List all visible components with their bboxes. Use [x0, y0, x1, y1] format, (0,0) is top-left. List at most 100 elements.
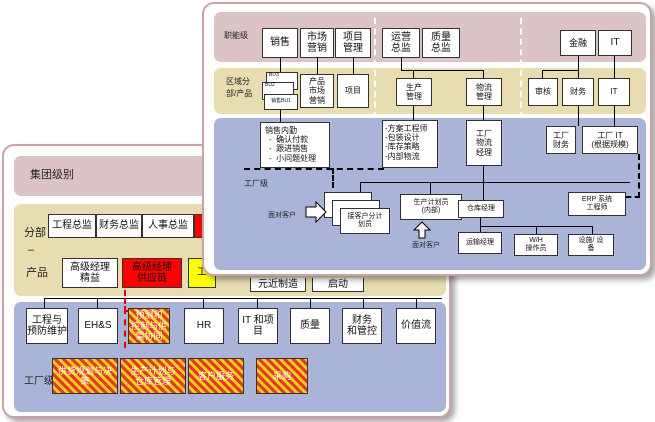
conn-audit-v: [542, 70, 543, 78]
division-partial-box-2: 元近制造: [250, 278, 306, 292]
sales-dashed-down: [332, 168, 335, 188]
customer-service-box: 客户服务: [188, 358, 244, 394]
factory-main-bus: [360, 182, 630, 183]
drop-line-5: [257, 298, 258, 308]
conn-logistics-bus: [483, 166, 484, 200]
conn-project: [353, 58, 354, 74]
conn-bus-left: [360, 182, 361, 194]
it-region-box: IT: [598, 78, 630, 106]
finance-control-box: 财务 和管控: [342, 308, 382, 344]
quality-box: 质量: [290, 308, 330, 344]
senior-manager-supply-box: 高级经理 供应链: [122, 258, 182, 288]
conn-it-region: [614, 56, 615, 78]
sales-internal-title: 销售内勤: [265, 126, 297, 135]
finance-top-box: 金融: [560, 30, 596, 56]
region-level-label-2: 部/产品: [226, 89, 253, 98]
conn-sales-bu: [280, 58, 281, 72]
division-label-2: 产品: [26, 267, 48, 279]
factory-level-label: 工厂级: [24, 376, 54, 387]
eng-item-1: -方案工程师: [385, 124, 428, 133]
eng-item-3: -库存策略: [385, 142, 420, 152]
drop-line-4: [203, 298, 204, 308]
conn-bus-planner: [430, 182, 431, 194]
warehouse-down: [480, 218, 481, 232]
erp-engineer-box: ERP 系统 工程师: [568, 192, 626, 216]
conn-bu1-sales-internal: [280, 110, 281, 122]
separator-dashed-1: [374, 18, 376, 118]
procurement-planning-box: 供货规划与决 策: [52, 358, 118, 394]
division-label-dash: –: [28, 244, 35, 256]
customer-planner-box: 接客户分计 划员: [340, 208, 390, 234]
division-partial-box-3: 启动: [312, 278, 364, 292]
finance-director-box: 财务总监: [96, 214, 142, 238]
quality-director-box: 质量 总监: [422, 28, 460, 58]
drop-line-6: [310, 298, 311, 308]
conn-production-v: [413, 70, 414, 78]
production-warehouse-box: 生产计划与 仓库管理: [120, 358, 186, 394]
value-stream-box: 价值流: [396, 308, 436, 344]
equipment-down: [592, 226, 593, 234]
wh-operator-down: [536, 226, 537, 234]
conn-marketing: [317, 58, 318, 74]
factory-it-box: 工厂 IT (根据规模): [582, 126, 638, 154]
audit-box: 审核: [528, 78, 558, 106]
sales-box: 销售: [262, 28, 298, 58]
sales-internal-box: 销售内勤 - 确认付款 - 跟进销售 - 小问题处理: [260, 122, 330, 168]
equipment-box: 设施/ 设 备: [568, 234, 614, 256]
project-management-box: 项目 管理: [335, 28, 371, 58]
conn-ops-production: [401, 58, 402, 70]
production-planner-box: 生产计划员 (内部): [400, 194, 462, 220]
hr-director-box: 人事总监: [142, 214, 194, 238]
logistics-management-box: 物流 管理: [466, 78, 502, 106]
face-customer-label-bottom: 面对客户: [412, 242, 440, 249]
face-customer-up-arrow: [412, 221, 432, 239]
sales-internal-item-1: - 确认付款: [269, 135, 309, 145]
conn-finance-factory: [578, 106, 579, 126]
wh-operator-box: W/H 操作员: [514, 234, 558, 256]
factory-bus-line: [44, 298, 442, 299]
hr-box: HR: [184, 308, 224, 344]
senior-manager-lean-box: 高级经理 精益: [62, 258, 118, 288]
drop-line-2: [97, 298, 98, 308]
engineering-maintenance-box: 工程与 预防维护: [26, 308, 68, 344]
eng-item-4: -内部物流: [385, 151, 420, 161]
marketing-box: 市场 营销: [300, 28, 334, 58]
group-level-label: 集团级别: [30, 169, 74, 181]
finance-region-box: 财务: [562, 78, 594, 106]
warehouse-manager-box: 仓库经理: [458, 200, 504, 218]
engineering-director-box: 工程总监: [48, 214, 96, 238]
factory-logistics-manager-box: 工厂 物流 经理: [466, 120, 502, 166]
drop-line-8: [416, 298, 417, 308]
separator-dashed-2: [520, 18, 522, 118]
conn-it-factory: [614, 106, 615, 126]
transport-manager-box: 运输经理: [458, 232, 502, 254]
region-level-label-1: 区域分: [226, 77, 250, 86]
conn-production-eng: [413, 106, 414, 120]
erp-dashed-connector: [626, 154, 640, 198]
sales-dashed-connector: [244, 168, 384, 171]
sales-bu1-box: 销售BU1: [264, 94, 298, 110]
conn-logistics-factory: [483, 106, 484, 120]
face-customer-right-arrow: [305, 200, 327, 224]
drop-line-7: [363, 298, 364, 308]
project-region-box: 项目: [337, 74, 369, 108]
factory-level-label-front: 工厂级: [244, 179, 268, 188]
conn-finance-region: [578, 56, 579, 78]
eng-item-2: -包装设计: [385, 133, 420, 143]
product-marketing-box: 产品 市场 营销: [300, 74, 334, 108]
demand-planning-box: 预测和 控制与供 需协同: [128, 308, 170, 344]
face-customer-label-left: 面对客户: [268, 212, 296, 219]
factory-finance-box: 工厂 财务: [546, 126, 576, 154]
division-label-1: 分部: [24, 227, 46, 239]
ops-director-box: 运营 总监: [382, 28, 420, 58]
sales-internal-item-3: - 小问题处理: [269, 153, 317, 163]
sales-internal-item-2: - 跟进销售: [269, 144, 309, 154]
it-top-box: IT: [598, 30, 632, 56]
function-level-org-card: 职能级 区域分 部/产品 工厂级 销售 市场 营销 项目 管理 运营 总监 质量…: [202, 2, 652, 276]
conn-ops-logistics-h: [401, 70, 483, 71]
function-level-label: 职能级: [224, 31, 248, 40]
engineering-support-box: -方案工程师 -包装设计 -库存策略 -内部物流: [382, 120, 438, 168]
production-management-box: 生产 管理: [396, 78, 432, 106]
purchasing-box: 采购: [256, 358, 308, 394]
conn-audit-h: [542, 70, 578, 71]
